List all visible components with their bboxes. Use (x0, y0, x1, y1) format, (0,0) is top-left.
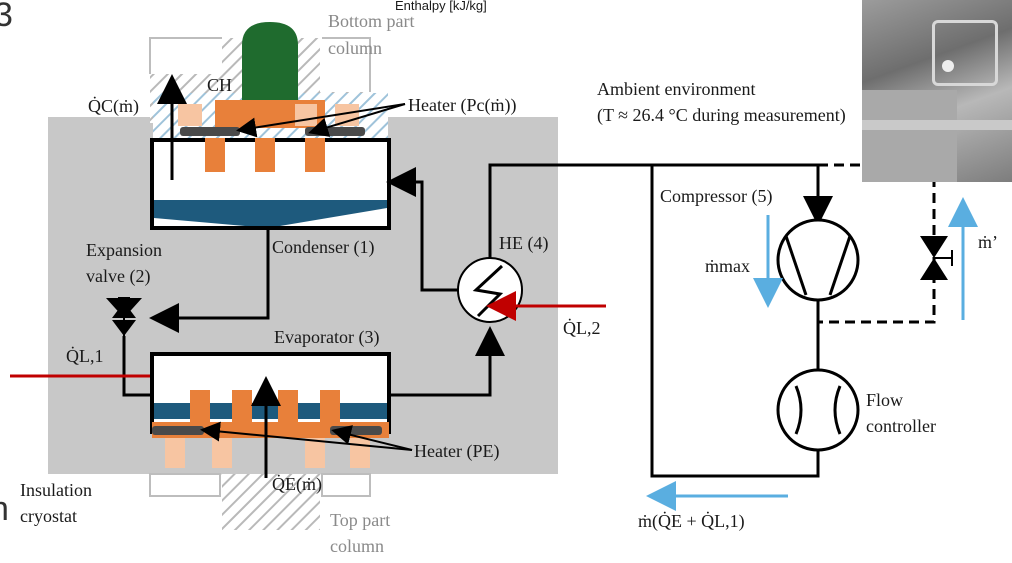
bypass-valve-icon (920, 236, 953, 280)
ambient-temp-label: (T ≈ 26.4 °C during measurement) (597, 105, 846, 126)
m-max-label: ṁmax (705, 256, 750, 276)
expansion-valve-icon (106, 297, 142, 340)
he-label: HE (4) (499, 233, 548, 254)
mass-flow-sum-label: ṁ(Q̇E + Q̇L,1) (638, 510, 745, 532)
flow-controller-label: Flow (866, 390, 903, 410)
compressor-label: Compressor (5) (660, 186, 772, 207)
heat-exchanger-icon (457, 257, 523, 323)
expansion-valve-label-2: valve (2) (86, 266, 150, 287)
m-prime-label: ṁ’ (978, 232, 998, 252)
edge-fragment-bottom: n (0, 490, 9, 528)
top-axis-label: Enthalpy [kJ/kg] (395, 0, 487, 13)
flow-controller-icon (776, 368, 860, 452)
qe-label: Q̇E(ṁ) (272, 473, 322, 495)
insulation-label-2: cryostat (20, 506, 77, 526)
evaporator-box (150, 352, 391, 434)
heater-pc-label: Heater (Pc(ṁ)) (408, 95, 516, 116)
flow-controller-label-2: controller (866, 416, 936, 436)
ql1-label: Q̇L,1 (66, 345, 104, 366)
edge-fragment-top: 3 (0, 0, 13, 34)
ambient-label: Ambient environment (597, 79, 755, 99)
bottom-part-column-label: Bottom part (328, 11, 415, 31)
top-part-column-label-2: column (330, 536, 384, 556)
apparatus-photo (862, 0, 1012, 182)
ql2-label: Q̇L,2 (563, 317, 601, 338)
expansion-valve-label: Expansion (86, 240, 162, 260)
ch-label: CH (207, 75, 232, 95)
condenser-label: Condenser (1) (272, 237, 374, 258)
insulation-label: Insulation (20, 480, 92, 500)
qc-label: Q̇C(ṁ) (88, 95, 139, 117)
heater-pe-label: Heater (PE) (414, 441, 499, 462)
bottom-part-column-label-2: column (328, 38, 382, 58)
compressor-icon (776, 218, 860, 302)
cold-head (242, 22, 298, 100)
top-part-column-label: Top part (330, 510, 390, 530)
evaporator-label: Evaporator (3) (274, 327, 379, 348)
